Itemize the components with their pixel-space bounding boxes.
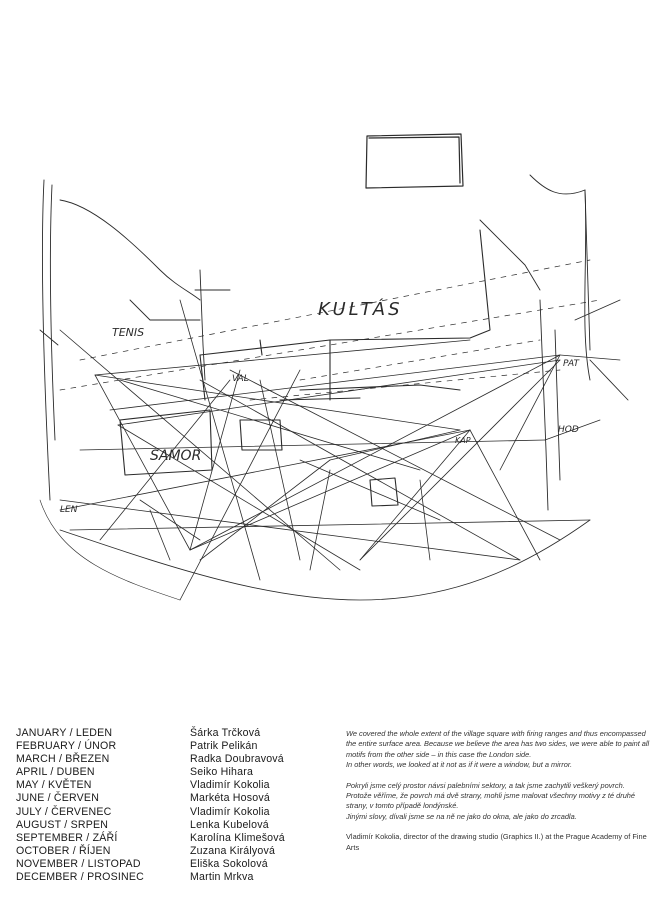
sketch-label-kultas: KULTÁS <box>318 298 403 320</box>
month-item: FEBRUARY / ÚNOR <box>16 740 117 753</box>
sketch-label-kap: KAP <box>455 436 471 445</box>
window-frame-shape <box>365 133 464 189</box>
month-item: JULY / ČERVENEC <box>16 805 112 818</box>
sketch-label-len: LEN <box>60 505 78 515</box>
month-item: AUGUST / SRPEN <box>16 818 109 831</box>
sketch-label-pat: PAT <box>563 359 580 369</box>
artist-item: Zuzana Királyová <box>190 844 276 857</box>
sketch-label-hod: HOD <box>558 425 579 435</box>
project-notes: We covered the whole extent of the villa… <box>346 729 652 853</box>
artist-item: Seiko Hihara <box>190 766 254 779</box>
month-item: DECEMBER / PROSINEC <box>16 871 145 884</box>
sketch-label-tenis: TENIS <box>112 326 144 339</box>
month-item: NOVEMBER / LISTOPAD <box>16 857 141 870</box>
artists-list: Šárka Trčková Patrik Pelikán Radka Doubr… <box>190 727 330 884</box>
sketch-label-val: VAL <box>232 374 249 384</box>
artist-item: Patrik Pelikán <box>190 740 258 753</box>
month-item: MARCH / BŘEZEN <box>16 753 110 766</box>
month-item: MAY / KVĚTEN <box>16 779 92 792</box>
sketch-drawing: KULTÁS TENIS SAMOR VAL PAT HOD KAP LEN <box>39 133 629 601</box>
month-item: SEPTEMBER / ZÁŘÍ <box>16 831 118 844</box>
english-note: We covered the whole extent of the villa… <box>346 729 650 759</box>
month-item: JUNE / ČERVEN <box>16 792 100 805</box>
month-item: APRIL / DUBEN <box>16 766 95 779</box>
artist-item: Martin Mrkva <box>190 871 254 884</box>
artist-item: Lenka Kubelová <box>190 818 269 831</box>
artist-item: Karolína Klimešová <box>190 831 285 844</box>
czech-note-2: Jinými slovy, dívali jsme se na ně ne ja… <box>346 811 577 821</box>
month-item: OCTOBER / ŘÍJEN <box>16 844 111 857</box>
months-list: JANUARY / LEDEN FEBRUARY / ÚNOR MARCH / … <box>16 727 186 884</box>
artist-item: Vladimír Kokolia <box>190 805 270 818</box>
credit-note: Vladimír Kokolia, director of the drawin… <box>346 832 647 852</box>
artist-item: Markéta Hosová <box>190 792 270 805</box>
english-note-2: In other words, we looked at it not as i… <box>346 760 573 770</box>
artist-item: Eliška Sokolová <box>190 857 268 870</box>
artist-item: Radka Doubravová <box>190 753 284 766</box>
artist-item: Vladimír Kokolia <box>190 779 270 792</box>
czech-note: Pokryli jsme celý prostor návsi palebním… <box>346 780 636 811</box>
artist-item: Šárka Trčková <box>190 727 261 739</box>
month-item: JANUARY / LEDEN <box>16 727 113 739</box>
sketch-label-samor: SAMOR <box>150 448 201 464</box>
